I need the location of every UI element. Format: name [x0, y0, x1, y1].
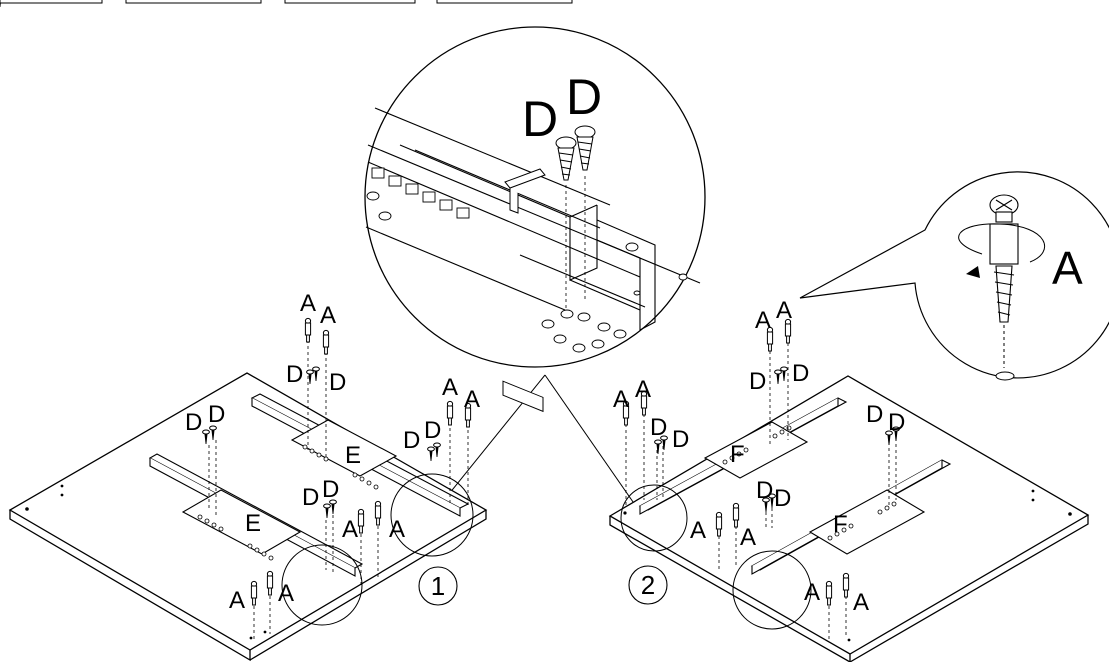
part-label-d: D [286, 361, 303, 388]
part-label-d: D [650, 414, 667, 441]
part-label-a: A [229, 587, 245, 614]
right-rail-front [750, 459, 952, 575]
top-tab-bar [0, 0, 573, 4]
screw-d-icon [654, 439, 662, 455]
left-detail-circle-front [281, 544, 363, 626]
top-tab-3 [284, 0, 416, 4]
left-detail-circle-back [390, 473, 474, 557]
part-label-d: D [672, 426, 689, 453]
part-label-d: D [756, 477, 773, 504]
part-label-d: D [522, 91, 558, 147]
part-label-d: D [302, 484, 319, 511]
dowel-a-icon [446, 400, 454, 426]
dowel-a-icon [266, 570, 274, 596]
right-detail-circle-front [732, 550, 812, 630]
part-label-a: A [342, 516, 358, 543]
part-label-d: D [185, 409, 202, 436]
part-label-a: A [804, 579, 820, 606]
part-label-a: A [776, 297, 792, 324]
part-label-a: A [755, 307, 771, 334]
dowel-a-icon [304, 317, 312, 343]
screw-d-icon [427, 446, 435, 462]
right-guides [625, 337, 897, 640]
part-label-f: F [833, 511, 848, 538]
rail-detail-magnifier: D D [364, 26, 706, 413]
left-guides [208, 340, 469, 640]
dowel-a-icon [715, 511, 723, 537]
part-label-a: A [635, 376, 651, 403]
step-1-number: 1 [431, 571, 445, 601]
part-label-d: D [566, 69, 602, 125]
dowel-detail-callout: A [799, 171, 1109, 381]
part-label-e: E [345, 442, 361, 469]
part-label-a: A [320, 302, 336, 329]
top-tab-4 [436, 0, 573, 4]
dowel-a-icon [250, 580, 258, 606]
dowel-a-icon [825, 580, 833, 606]
screw-d-icon [574, 125, 596, 171]
part-label-a: A [1052, 242, 1083, 294]
screw-d-icon [555, 136, 577, 181]
screw-d-icon [780, 366, 788, 382]
dowel-a-icon [374, 500, 382, 526]
part-label-a: A [278, 580, 294, 607]
part-label-d: D [792, 360, 809, 387]
dowel-a-icon [357, 508, 365, 534]
right-plate-holes [722, 425, 897, 541]
left-rail-back [250, 393, 470, 517]
part-label-d: D [424, 417, 441, 444]
part-label-d: D [403, 427, 420, 454]
screw-d-icon [312, 366, 320, 382]
screw-d-icon [774, 369, 782, 385]
dowel-a-icon [732, 502, 740, 528]
part-label-f: F [730, 441, 745, 468]
left-rail-front [148, 453, 364, 577]
part-label-e: E [245, 510, 261, 537]
right-detail-circle-back [620, 484, 688, 552]
part-label-d: D [774, 485, 791, 512]
dowel-a-icon [322, 329, 330, 355]
part-label-a: A [853, 589, 869, 616]
part-label-a: A [442, 374, 458, 401]
part-label-d: D [208, 401, 225, 428]
dowel-a-icon [842, 572, 850, 598]
step-2-number: 2 [641, 570, 655, 600]
part-label-a: A [740, 524, 756, 551]
part-label-d: D [888, 409, 905, 436]
top-tab-1 [0, 0, 103, 4]
part-label-d: D [866, 401, 883, 428]
step-1-badge [418, 566, 458, 606]
step-2-badge [628, 565, 668, 605]
part-label-a: A [690, 517, 706, 544]
part-label-a: A [300, 290, 316, 317]
part-label-a: A [464, 386, 480, 413]
part-label-a: A [389, 516, 405, 543]
part-label-a: A [613, 386, 629, 413]
top-tab-2 [125, 0, 262, 4]
part-label-d: D [322, 476, 339, 503]
part-label-d: D [749, 368, 766, 395]
part-label-d: D [329, 369, 346, 396]
